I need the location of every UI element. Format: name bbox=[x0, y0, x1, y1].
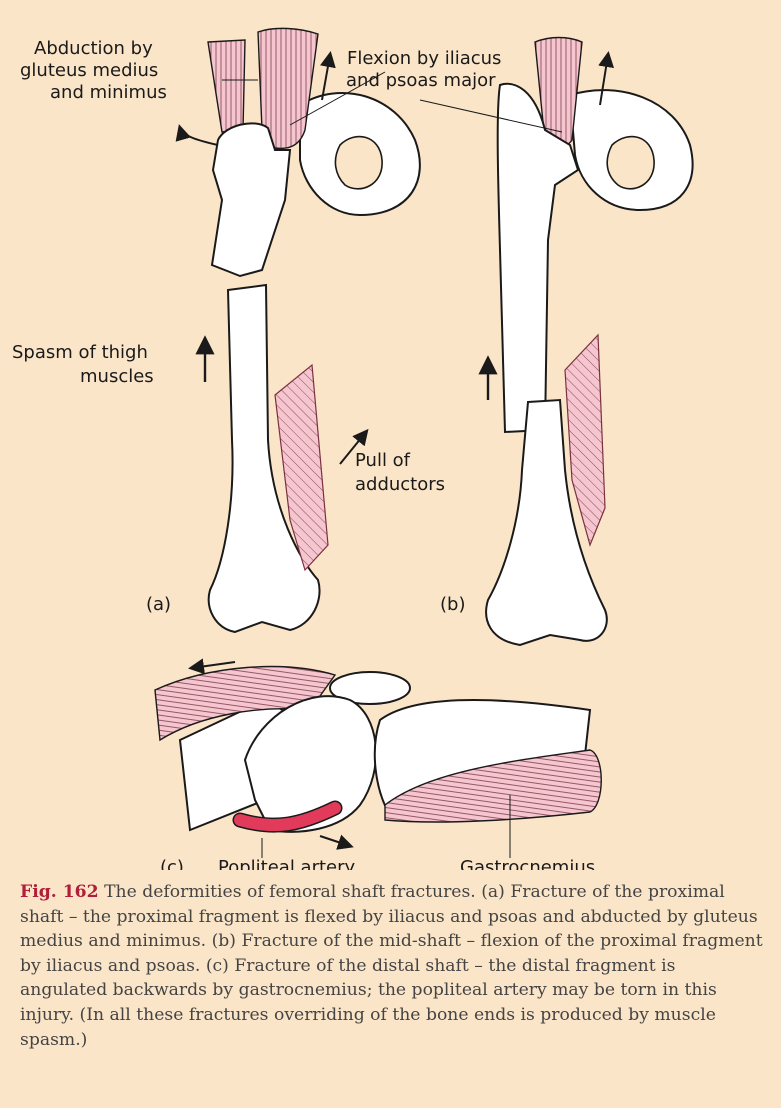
gluteus-muscle-a bbox=[208, 40, 245, 132]
panel-c bbox=[155, 662, 601, 858]
gastrocnemius-label: Gastrocnemius bbox=[460, 857, 595, 870]
obturator-a bbox=[335, 137, 382, 189]
caption-text: The deformities of femoral shaft fractur… bbox=[20, 882, 763, 1050]
figure-caption: Fig. 162 The deformities of femoral shaf… bbox=[20, 880, 765, 1052]
pull-label: Pull of adductors bbox=[355, 450, 445, 495]
pull-arrow-c bbox=[192, 662, 235, 668]
popliteal-artery-label: Popliteal artery bbox=[218, 857, 356, 870]
caption-figure-number: Fig. 162 bbox=[20, 882, 99, 902]
fracture-diagram: Abduction by gluteus medius and minimus … bbox=[0, 0, 781, 870]
panel-a bbox=[180, 28, 420, 632]
abduction-label: Abduction by gluteus medius and minimus bbox=[20, 38, 167, 103]
flexion-label: Flexion by iliacus and psoas major bbox=[346, 48, 507, 91]
spasm-label: Spasm of thigh muscles bbox=[12, 342, 154, 387]
panel-c-label: (c) bbox=[160, 857, 184, 870]
panel-b bbox=[420, 38, 693, 646]
angulation-arrow-c bbox=[320, 836, 350, 846]
panel-a-label: (a) bbox=[146, 594, 171, 615]
abduction-arrow-a bbox=[180, 128, 218, 145]
panel-b-label: (b) bbox=[440, 594, 465, 615]
obturator-b bbox=[607, 137, 654, 189]
